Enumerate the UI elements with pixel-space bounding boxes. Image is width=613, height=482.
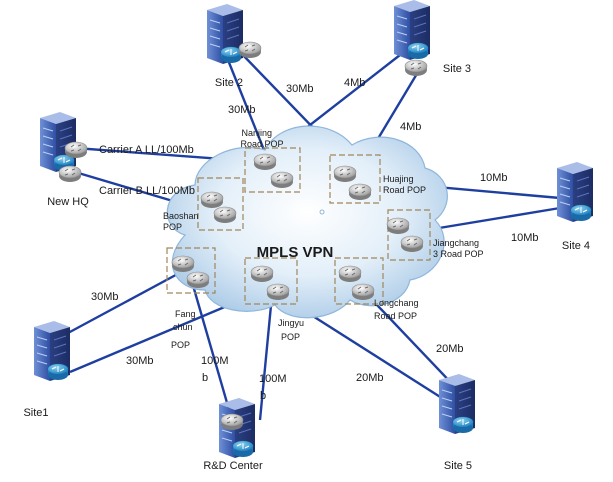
pop-baoshan-label-2: POP <box>163 222 182 232</box>
label-rd-100m-2: 100M <box>259 373 287 385</box>
server-building-icon <box>33 320 71 382</box>
mpls-cloud: MPLS VPN <box>166 125 448 319</box>
router-icon <box>400 235 424 253</box>
pop-fangchun-label-2: chun <box>173 322 193 332</box>
router-icon <box>348 183 372 201</box>
router-icon <box>386 217 410 235</box>
label-carrier-b: Carrier B LL/100Mb <box>99 185 195 197</box>
pop-huajing: Huajing Road POP <box>329 154 426 204</box>
site1: Site1 <box>23 320 71 419</box>
pop-nanjing: Nanjing Road POP <box>240 128 301 193</box>
label-site3-4mb-b: 4Mb <box>400 121 421 133</box>
server-building-icon <box>206 3 244 65</box>
pop-jiangchang-label-1: Jiangchang <box>433 238 479 248</box>
router-icon <box>351 283 375 301</box>
pop-baoshan-label-1: Baoshan <box>163 211 199 221</box>
pop-longchang-label-2: Road POP <box>374 311 417 321</box>
router-icon <box>404 59 428 77</box>
router-icon <box>270 171 294 189</box>
label-site5-20mb-b: 20Mb <box>356 372 384 384</box>
svg-text:Longchang Road POP: Longchang Road POP <box>374 298 421 321</box>
pop-fangchun: Fang chun POP <box>166 247 216 350</box>
site-hq: New HQ <box>39 111 89 208</box>
label-rd-100m-2b: b <box>260 390 266 402</box>
pop-nanjing-label-1: Nanjing <box>241 128 272 138</box>
pop-jingyu-label-2: POP <box>281 332 300 342</box>
server-building-icon <box>438 373 476 435</box>
site2: Site 2 <box>206 3 262 89</box>
pop-baoshan: Baoshan POP <box>163 177 244 232</box>
server-building-icon <box>556 161 594 223</box>
link-rd-jingyu <box>258 294 274 421</box>
site5: Site 5 <box>438 373 476 472</box>
hq-label: New HQ <box>47 196 89 208</box>
label-rd-100m: 100M <box>201 355 229 367</box>
site4: Site 4 <box>556 161 594 252</box>
router-icon <box>186 271 210 289</box>
rd-label: R&D Center <box>203 460 263 472</box>
pop-fangchun-label-1: Fang <box>175 309 196 319</box>
pop-jingyu-label-1: Jingyu <box>278 318 304 328</box>
router-icon <box>64 141 88 159</box>
router-icon <box>171 255 195 273</box>
router-icon <box>220 413 244 431</box>
pop-fangchun-label-3: POP <box>171 340 190 350</box>
router-icon <box>333 165 357 183</box>
site4-label: Site 4 <box>562 240 590 252</box>
router-icon <box>250 265 274 283</box>
svg-text:Huajing Road POP: Huajing Road POP <box>383 174 426 195</box>
pop-jingyu: Jingyu POP <box>244 257 307 342</box>
pop-huajing-label-2: Road POP <box>383 185 426 195</box>
server-building-icon <box>39 111 77 173</box>
label-site4-10mb: 10Mb <box>480 172 508 184</box>
site3: Site 3 <box>393 0 471 77</box>
label-site1-30mb-b: 30Mb <box>126 355 154 367</box>
label-site2-30mb-b: 30Mb <box>286 83 314 95</box>
pop-nanjing-label-2: Road POP <box>240 139 283 149</box>
cloud-title: MPLS VPN <box>257 244 334 261</box>
site3-label: Site 3 <box>443 63 471 75</box>
router-icon <box>200 191 224 209</box>
router-icon <box>213 206 237 224</box>
label-site4-10mb-b: 10Mb <box>511 232 539 244</box>
router-icon <box>58 165 82 183</box>
label-site1-30mb: 30Mb <box>91 291 119 303</box>
router-icon <box>253 153 277 171</box>
router-icon <box>338 265 362 283</box>
label-carrier-a: Carrier A LL/100Mb <box>99 144 194 156</box>
site2-label: Site 2 <box>215 77 243 89</box>
router-icon <box>238 41 262 59</box>
label-rd-100m-b: b <box>202 372 208 384</box>
svg-text:Jingyu POP: Jingyu POP <box>278 318 307 342</box>
pop-longchang-label-1: Longchang <box>374 298 419 308</box>
pop-huajing-label-1: Huajing <box>383 174 414 184</box>
server-building-icon <box>393 0 431 61</box>
link-rd-fangchun <box>188 274 234 421</box>
svg-text:Nanjing Road POP: Nanjing Road POP <box>240 128 283 149</box>
link-site2-nanjing <box>226 59 270 161</box>
link-labels: 30Mb 30Mb 4Mb 4Mb Carrier A LL/100Mb Car… <box>91 77 539 402</box>
label-site5-20mb: 20Mb <box>436 343 464 355</box>
pop-jiangchang: Jiangchang 3 Road POP <box>386 209 484 261</box>
pop-jiangchang-label-2: 3 Road POP <box>433 249 484 259</box>
site5-label: Site 5 <box>444 460 472 472</box>
router-icon <box>266 283 290 301</box>
pop-longchang: Longchang Road POP <box>334 257 421 321</box>
site-rd: R&D Center <box>203 397 263 472</box>
site1-label: Site1 <box>23 407 48 419</box>
link-site1-fangchun <box>54 268 186 342</box>
svg-text:Fang chun POP: Fang chun POP <box>171 309 198 350</box>
svg-text:Baoshan POP: Baoshan POP <box>163 211 201 232</box>
svg-text:Jiangchang 3 Road POP: Jiangchang 3 Road POP <box>433 238 484 259</box>
label-site3-4mb: 4Mb <box>344 77 365 89</box>
label-site2-30mb: 30Mb <box>228 104 256 116</box>
